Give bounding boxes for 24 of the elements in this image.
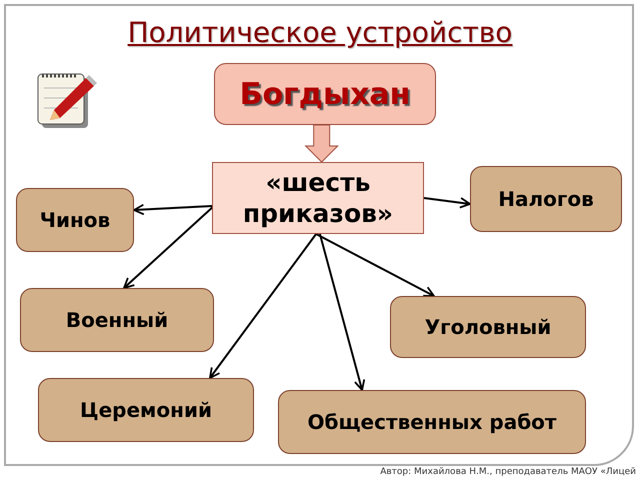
box-text: Чинов (40, 207, 110, 234)
block-arrow (304, 124, 339, 163)
arrow (316, 233, 435, 297)
arrow (318, 234, 366, 391)
box-text: «шесть приказов» (242, 166, 394, 230)
rounded-box (278, 390, 586, 454)
rounded-box (16, 188, 134, 252)
arrow (424, 197, 471, 208)
box-text: Налогов (498, 186, 594, 213)
box-text: Церемоний (80, 397, 212, 424)
rounded-box (214, 63, 436, 125)
rounded-box (20, 288, 214, 352)
title: Политическое устройство (126, 15, 514, 51)
arrow (133, 204, 212, 216)
rounded-box (38, 378, 254, 442)
box-text: Уголовный (424, 314, 552, 341)
author-note: Автор: Михайлова Н.М., преподаватель МАОУ «Лицей (380, 466, 636, 478)
rounded-box (212, 162, 424, 234)
arrow (209, 233, 317, 379)
box-text: Богдыхан (240, 76, 410, 114)
rounded-box (470, 166, 622, 232)
rounded-box (390, 296, 586, 358)
box-text: Общественных работ (307, 410, 556, 434)
box-text: Военный (66, 307, 168, 334)
